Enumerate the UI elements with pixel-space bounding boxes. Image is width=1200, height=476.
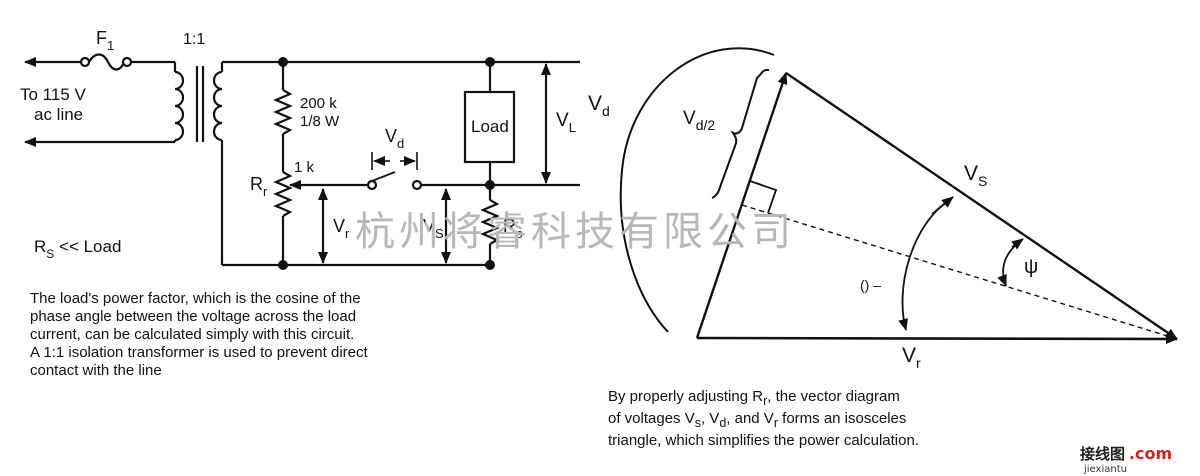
vs-side <box>785 72 1178 340</box>
vector-vs-label: VS <box>964 162 987 189</box>
vector-vd-label: Vd <box>588 92 610 119</box>
caption-left-line: A 1:1 isolation transformer is used to p… <box>30 344 368 361</box>
vr-side <box>696 333 1178 344</box>
resistor-200k <box>273 62 293 172</box>
caption-left-line: phase angle between the voltage across t… <box>30 308 357 325</box>
right-angle-mark <box>749 180 778 214</box>
fuse-f1 <box>79 53 175 71</box>
theta-arc-head <box>931 196 954 215</box>
caption-right-line: triangle, which simplifies the power cal… <box>608 432 919 449</box>
caption-left-line: current, can be calculated simply with t… <box>30 326 355 343</box>
logo-cn: 接线图 <box>1080 445 1125 463</box>
condition-label: RS << Load <box>34 237 121 261</box>
vd-side <box>695 72 788 339</box>
psi-arc-head <box>1011 238 1024 250</box>
switch-vd <box>366 171 490 191</box>
potentiometer-rr <box>273 171 293 265</box>
vd-bracket <box>371 152 418 170</box>
vector-labels: Vd Vd/2 VS Vr () – ψ <box>588 92 1038 371</box>
caption-right-line: of voltages Vs, Vd, and Vr forms an isos… <box>608 410 907 430</box>
theta-arc <box>898 197 953 331</box>
logo-com: com <box>1135 444 1172 463</box>
resistor-value-line1: 200 k <box>300 95 337 112</box>
vector-vd-half-label: Vd/2 <box>683 108 715 133</box>
vd-arc <box>619 47 775 333</box>
logo-dot: . <box>1129 444 1135 463</box>
vr-label: Vr <box>333 216 350 241</box>
caption-right: By properly adjusting Rr, the vector dia… <box>608 388 919 450</box>
pot-value-label: 1 k <box>294 159 315 176</box>
junction-dots <box>278 57 495 270</box>
bisector-dashed <box>741 204 1178 340</box>
load-label: Load <box>471 117 509 136</box>
psi-label: ψ <box>1024 256 1038 278</box>
vector-diagram <box>619 47 1178 344</box>
rr-label: Rr <box>250 174 268 199</box>
caption-left: The load's power factor, which is the co… <box>30 290 368 380</box>
transformer-ratio-label: 1:1 <box>183 31 205 48</box>
logo-url: jiexiantu <box>1083 464 1127 475</box>
vl-label: VL <box>556 110 576 135</box>
caption-left-line: The load's power factor, which is the co… <box>30 290 361 307</box>
site-logo: 接线图 . com jiexiantu <box>1080 444 1172 475</box>
circuit-labels: F1 1:1 To 115 V ac line 200 k 1/8 W 1 k … <box>20 28 576 261</box>
vd-label: Vd <box>385 126 404 151</box>
watermark-text: 杭州将睿科技有限公司 <box>355 209 795 255</box>
fuse-label: F1 <box>96 28 114 53</box>
theta-label: () – <box>860 277 881 293</box>
caption-right-line: By properly adjusting Rr, the vector dia… <box>608 388 900 408</box>
vd-half-brace <box>711 68 770 199</box>
isolation-transformer <box>173 62 224 265</box>
vs-label: VS <box>423 216 444 241</box>
vector-vr-label: Vr <box>902 344 921 371</box>
resistor-value-line2: 1/8 W <box>300 113 340 130</box>
source-label-line2: ac line <box>34 105 83 124</box>
rs-label: Rs <box>503 216 523 241</box>
source-label-line1: To 115 V <box>20 85 87 104</box>
caption-left-line: contact with the line <box>30 362 162 379</box>
